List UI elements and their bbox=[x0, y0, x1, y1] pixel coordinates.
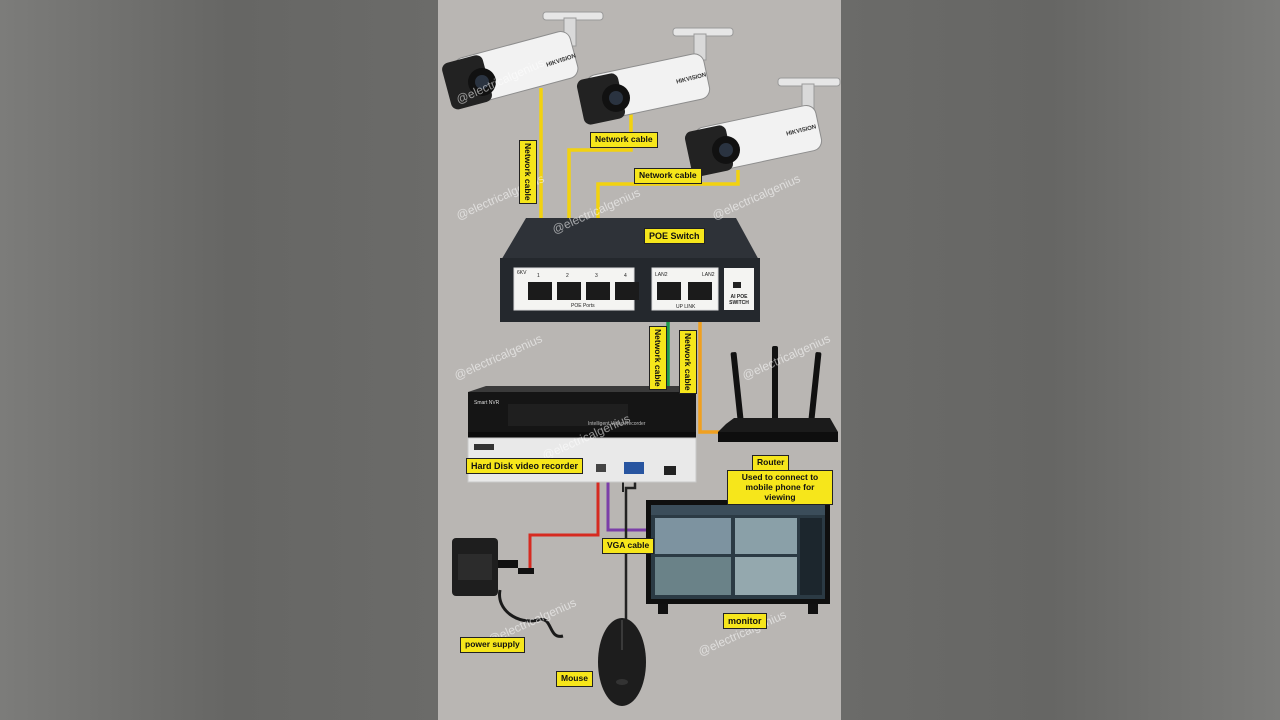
hard-disk-video-recorder bbox=[467, 386, 697, 483]
label-mouse: Mouse bbox=[556, 671, 593, 687]
camera-1 bbox=[442, 11, 604, 110]
port-number: 2 bbox=[566, 273, 569, 279]
label-hdd-recorder: Hard Disk video recorder bbox=[466, 458, 584, 475]
poe-switch bbox=[500, 218, 760, 322]
poe-ports-label: POE Ports bbox=[571, 303, 595, 309]
label-power-supply: power supply bbox=[460, 637, 525, 653]
switch-ports bbox=[528, 282, 741, 300]
camera-3 bbox=[684, 77, 841, 177]
uplink-label: UP LINK bbox=[676, 304, 696, 310]
label-network-cable-3: Network cable bbox=[634, 168, 702, 184]
diagram-drawing bbox=[442, 11, 841, 706]
port-number: 3 bbox=[595, 273, 598, 279]
nvr-front-label: Intelligent Video Recorder bbox=[588, 421, 646, 427]
label-network-cable-5: Network cable bbox=[679, 330, 697, 394]
power-cable bbox=[528, 468, 600, 572]
mouse bbox=[598, 618, 646, 706]
power-supply-cord bbox=[498, 589, 564, 638]
cctv-wiring-diagram: @electricalgenius @electricalgenius @ele… bbox=[438, 0, 841, 720]
switch-badge: AI POE SWITCH bbox=[729, 294, 749, 306]
label-router-note: Used to connect to mobile phone for view… bbox=[727, 470, 833, 506]
label-router: Router bbox=[752, 455, 790, 471]
label-network-cable-1: Network cable bbox=[519, 140, 537, 204]
lan2-left-label: LAN2 bbox=[655, 272, 668, 278]
label-monitor: monitor bbox=[723, 613, 767, 630]
port-number: 1 bbox=[537, 273, 540, 279]
power-supply bbox=[452, 538, 534, 596]
label-network-cable-2: Network cable bbox=[590, 132, 658, 148]
nvr-badge: Smart NVR bbox=[474, 400, 500, 406]
label-poe-switch: POE Switch bbox=[644, 228, 705, 245]
label-network-cable-4: Network cable bbox=[649, 326, 667, 390]
lan2-right-label: LAN2 bbox=[702, 272, 715, 278]
label-vga-cable: VGA cable bbox=[602, 538, 655, 554]
monitor bbox=[646, 500, 830, 614]
router bbox=[718, 346, 838, 442]
switch-kv-label: 6KV bbox=[517, 270, 527, 276]
camera-2 bbox=[576, 27, 734, 125]
port-number: 4 bbox=[624, 273, 627, 279]
vga-cable bbox=[606, 468, 650, 532]
